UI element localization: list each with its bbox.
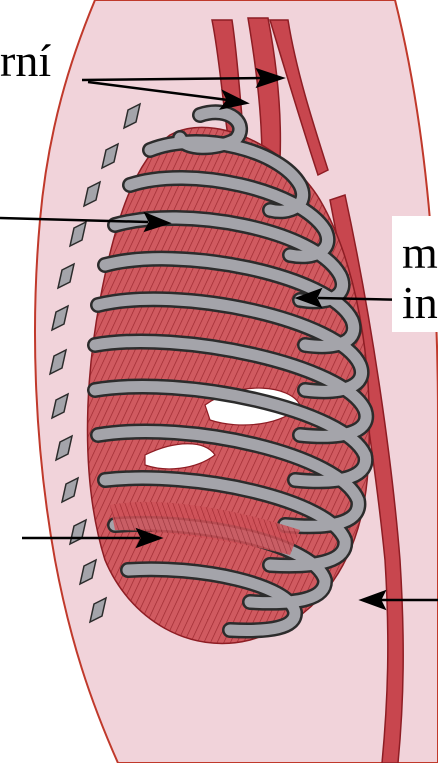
label-right-line2: in <box>402 278 438 328</box>
label-right-line1: m <box>402 228 438 278</box>
label-top-left: rní <box>0 36 51 86</box>
